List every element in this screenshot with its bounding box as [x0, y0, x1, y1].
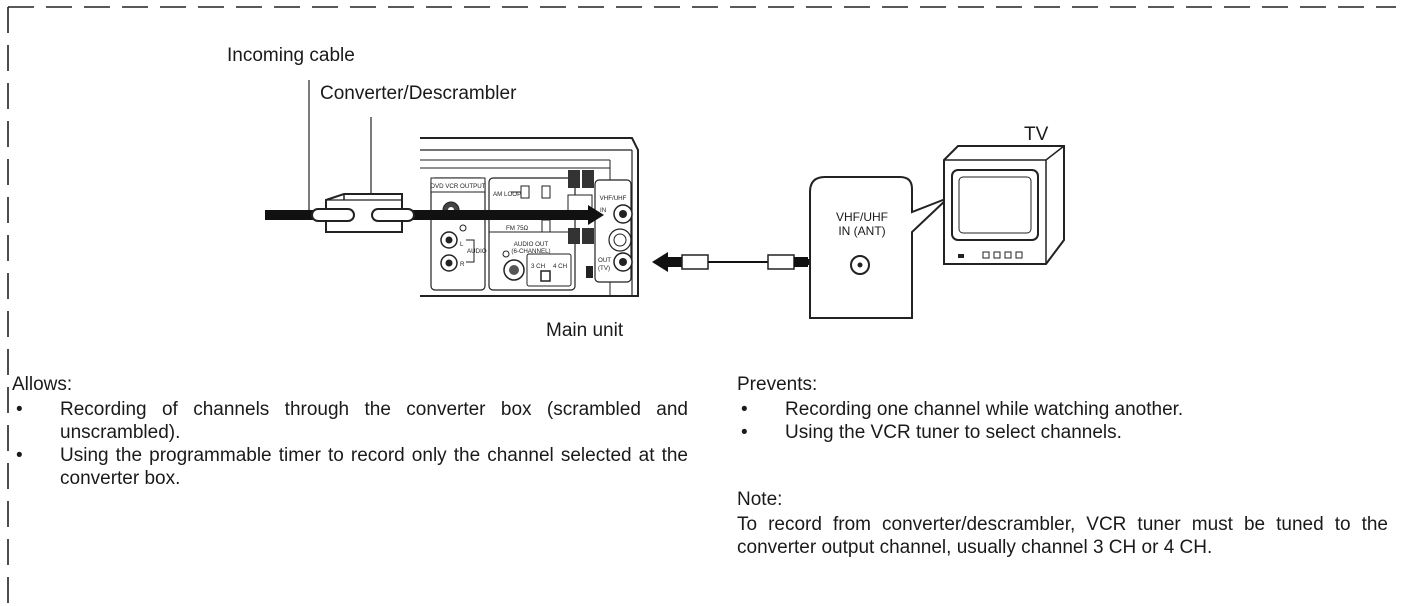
incoming-cable-label: Incoming cable [227, 45, 355, 66]
allows-item: Using the programmable timer to record o… [12, 444, 688, 490]
panel-4ch: 4 CH [553, 263, 567, 270]
allows-list: Recording of channels through the conver… [12, 398, 688, 490]
panel-out: OUT [598, 257, 611, 264]
prevents-item: Recording one channel while watching ano… [737, 398, 1397, 421]
panel-r: R [460, 261, 465, 268]
note-heading: Note: [737, 489, 783, 510]
note-text: To record from converter/descrambler, VC… [737, 514, 1388, 558]
converter-box [311, 193, 415, 233]
main-unit-label: Main unit [546, 320, 624, 341]
tv-input-line2: IN (ANT) [838, 224, 886, 238]
note-section: Note: To record from converter/descrambl… [737, 488, 1388, 559]
prevents-heading: Prevents: [737, 374, 818, 395]
allows-section: Allows: Recording of channels through th… [12, 373, 688, 490]
tv-input-callout [809, 176, 949, 319]
output-cable [652, 252, 838, 272]
tv-icon [943, 145, 1065, 265]
panel-labels: DVD VCR OUTPUT AM LOOP FM 75Ω VHF/UHF IN… [430, 183, 626, 272]
tv-input-line1: VHF/UHF [836, 210, 888, 224]
panel-in: IN [600, 207, 606, 214]
panel-audio: AUDIO [467, 248, 487, 255]
panel-to-tv: (TV) [598, 265, 610, 272]
panel-3ch: 3 CH [531, 263, 545, 270]
prevents-section: Prevents: Recording one channel while wa… [737, 373, 1397, 444]
panel-audio-out: AUDIO OUT [514, 241, 549, 248]
panel-dvd-vcr-output: DVD VCR OUTPUT [430, 183, 485, 190]
prevents-list: Recording one channel while watching ano… [737, 398, 1397, 444]
converter-label: Converter/Descrambler [320, 83, 517, 104]
panel-vhf-uhf: VHF/UHF [600, 195, 627, 202]
panel-am-loop: AM LOOP [493, 191, 521, 198]
panel-fm-75: FM 75Ω [506, 225, 529, 232]
tv-input-label: VHF/UHF IN (ANT) [820, 210, 904, 238]
allows-heading: Allows: [12, 374, 73, 395]
incoming-cable [265, 205, 604, 225]
tv-label: TV [1024, 124, 1049, 145]
prevents-item: Using the VCR tuner to select channels. [737, 421, 1397, 444]
panel-six-channel: (6-CHANNEL) [511, 248, 550, 255]
panel-l: L [460, 241, 464, 248]
allows-item: Recording of channels through the conver… [12, 398, 688, 444]
